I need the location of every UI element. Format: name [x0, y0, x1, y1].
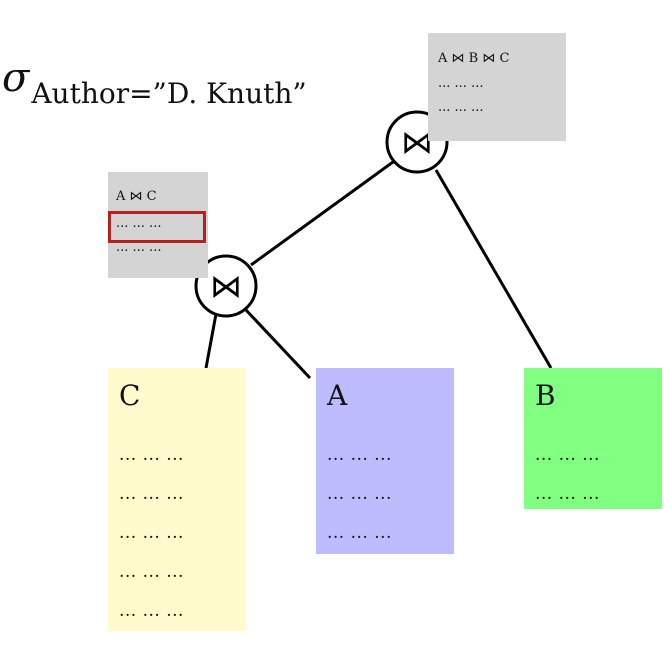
top-join-symbol: ⋈ [401, 123, 433, 161]
relation-row: ... ... ... [327, 523, 392, 543]
relation-b: B ... ... ... ... ... ... [524, 368, 662, 509]
intermediate-result-row: ... ... ... [438, 100, 484, 115]
intermediate-result-label: A ⋈ C [116, 189, 157, 204]
relation-name: A [327, 379, 348, 412]
sigma-symbol: σ [2, 55, 30, 101]
lower-join-symbol: ⋈ [210, 267, 242, 305]
relation-row: ... ... ... [119, 484, 184, 504]
relation-c: C ... ... ... ... ... ... ... ... ... ..… [108, 368, 246, 631]
highlighted-tuple-marker [108, 211, 206, 243]
relation-name: B [535, 379, 556, 412]
selection-predicate: σAuthor=”D. Knuth” [2, 55, 307, 110]
intermediate-result-abc: A ⋈ B ⋈ C ... ... ... ... ... ... [428, 33, 566, 141]
selection-condition: Author=”D. Knuth” [31, 77, 307, 110]
lower-join-node: ⋈ [194, 254, 258, 318]
relation-row: ... ... ... [119, 562, 184, 582]
intermediate-result-ac: A ⋈ C ... ... ... ... ... ... [108, 172, 208, 278]
relation-row: ... ... ... [119, 601, 184, 621]
edge-top-join-to-lower-join [250, 160, 394, 267]
intermediate-result-row: ... ... ... [116, 240, 162, 255]
intermediate-result-row-highlighted: ... ... ... [116, 216, 162, 231]
relation-row: ... ... ... [535, 445, 600, 465]
intermediate-result-label: A ⋈ B ⋈ C [438, 51, 510, 66]
relation-row: ... ... ... [327, 484, 392, 504]
intermediate-result-row: ... ... ... [438, 76, 484, 91]
relation-row: ... ... ... [119, 445, 184, 465]
relation-row: ... ... ... [119, 523, 184, 543]
relation-name: C [119, 379, 141, 412]
relation-row: ... ... ... [327, 445, 392, 465]
edge-lower-join-to-relation-a [244, 308, 312, 380]
relation-a: A ... ... ... ... ... ... ... ... ... [316, 368, 454, 554]
edge-lower-join-to-relation-c [204, 313, 218, 369]
edge-top-join-to-relation-b [434, 169, 553, 369]
relation-row: ... ... ... [535, 484, 600, 504]
